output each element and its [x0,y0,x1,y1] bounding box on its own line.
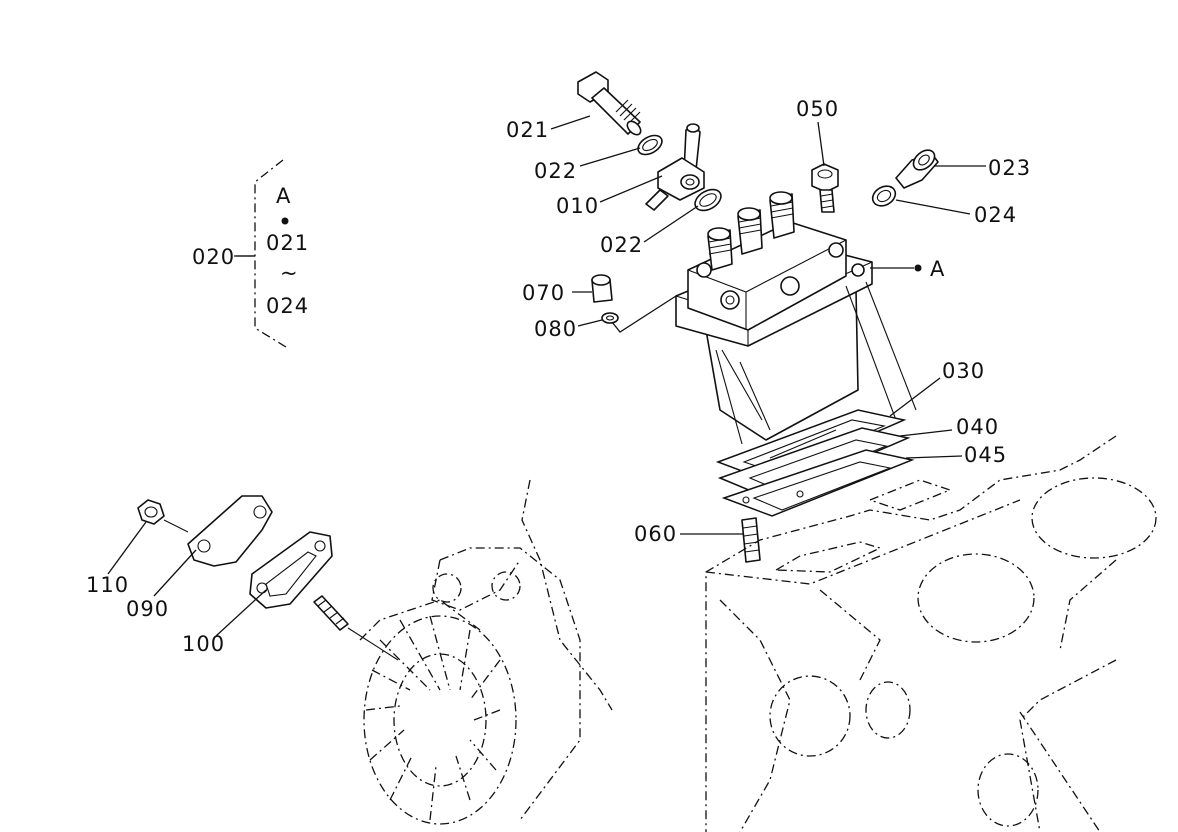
banjo-bolt-021 [577,71,642,136]
callout-100: 100 [182,632,225,656]
callout-020: 020 [192,245,235,269]
bracket-dot [281,217,289,225]
callout-021: 021 [506,118,549,142]
banjo-fitting-010 [645,123,705,211]
bracket-from-label: 021 [266,231,309,255]
callout-060: 060 [634,522,677,546]
bracket-ref-a: A [276,184,291,208]
callout-090: 090 [126,597,169,621]
callout-022-upper: 022 [534,159,577,183]
plug-023 [895,149,939,189]
bracket-tilde: ~ [280,261,299,285]
callout-040: 040 [956,415,999,439]
callout-010: 010 [556,194,599,218]
gear-housing [359,479,613,825]
gasket-100 [249,531,333,609]
callout-080: 080 [534,317,577,341]
injection-pump [675,191,917,445]
leader-lines [107,115,986,637]
cap-070 [591,274,613,303]
callout-ref-a: A [930,257,945,281]
callout-022-lower: 022 [600,233,643,257]
washer-022-lower [694,188,722,212]
ref-a-dot [914,264,922,272]
callout-023: 023 [988,156,1031,180]
stud-060 [741,517,761,563]
gasket-045 [721,449,915,517]
bracket-to-label: 024 [266,294,309,318]
stud-pump-mount [313,595,399,661]
washer-024 [871,185,897,207]
engine-block [705,435,1157,832]
callout-labels: 021 022 010 022 050 023 024 A 070 080 03… [86,97,1031,656]
group-bracket: A 021 ~ 024 [236,159,309,348]
callout-045: 045 [964,443,1007,467]
callout-030: 030 [942,359,985,383]
washer-080 [601,312,619,324]
callout-024: 024 [974,203,1017,227]
bolt-050 [811,163,839,213]
callout-070: 070 [522,281,565,305]
nut-110 [137,499,189,533]
washer-022-upper [637,134,663,156]
cover-090 [187,495,273,567]
callout-050: 050 [796,97,839,121]
callout-110: 110 [86,573,129,597]
